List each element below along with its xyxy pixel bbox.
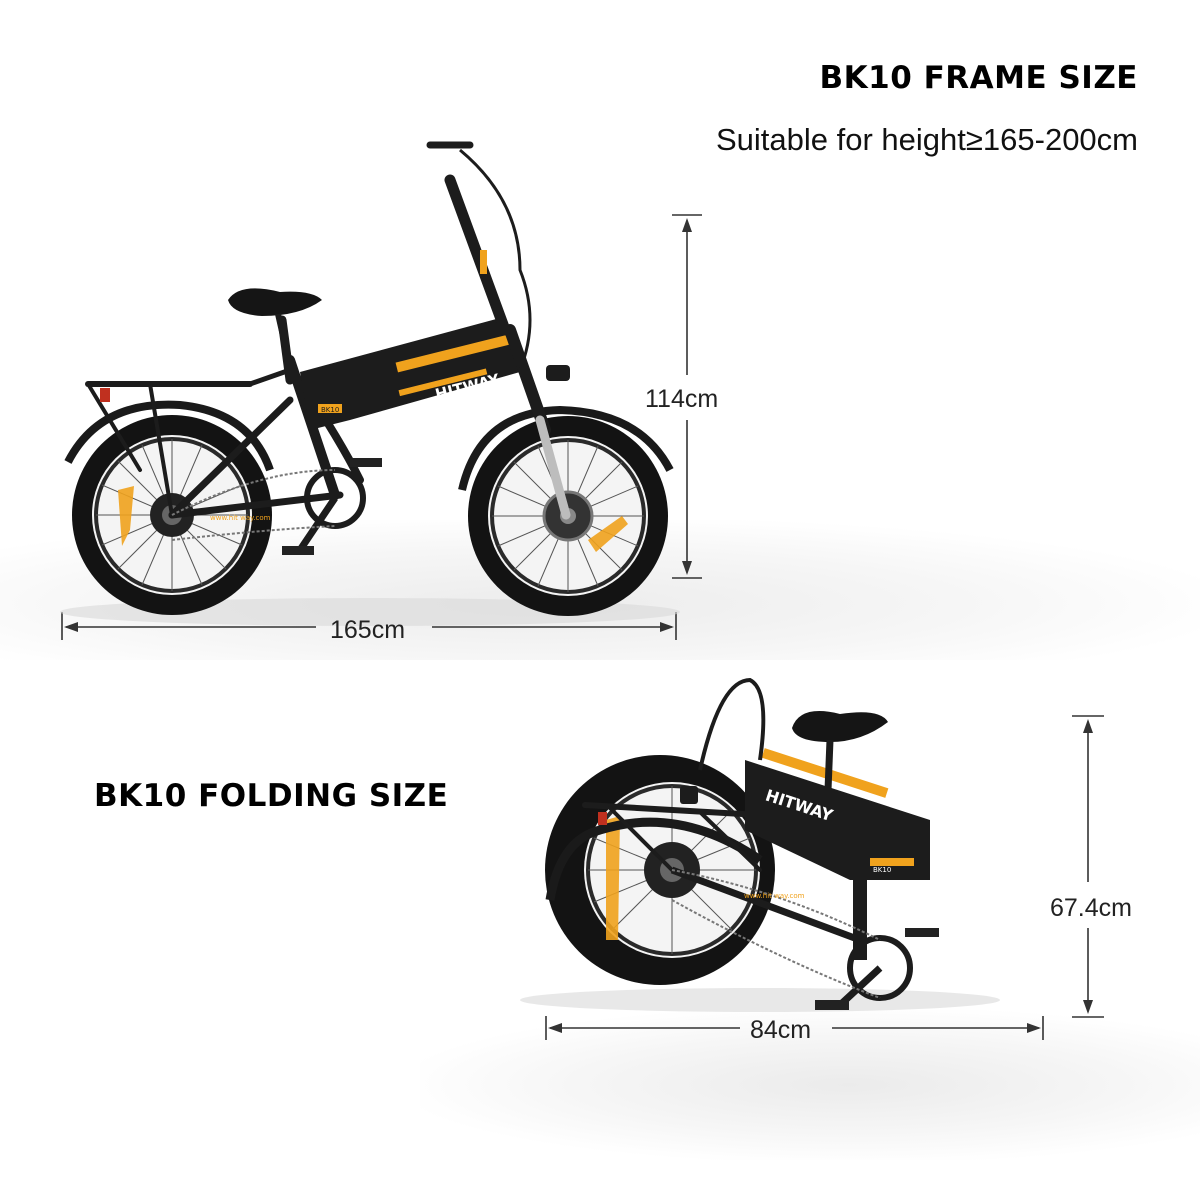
svg-text:BK10: BK10 xyxy=(873,866,891,874)
svg-text:www.hit way.com: www.hit way.com xyxy=(744,892,805,900)
svg-text:BK10: BK10 xyxy=(321,406,339,414)
frame-size-title: BK10 FRAME SIZE xyxy=(819,60,1138,96)
frame-height-label: 114cm xyxy=(645,385,719,413)
folding-length-dimension xyxy=(545,1016,1044,1040)
frame-length-dimension xyxy=(61,612,677,640)
frame-length-label: 165cm xyxy=(330,616,406,644)
folding-height-label: 67.4cm xyxy=(1050,894,1132,922)
frame-size-subtitle: Suitable for height≥165-200cm xyxy=(716,122,1138,157)
folded-rear-wheel xyxy=(545,755,775,985)
folding-size-title: BK10 FOLDING SIZE xyxy=(94,778,449,814)
frame-height-dimension xyxy=(672,214,702,579)
floor-shadow-bottom xyxy=(420,1010,1200,1160)
folding-length-label: 84cm xyxy=(750,1016,812,1044)
svg-text:www.hit way.com: www.hit way.com xyxy=(210,514,271,522)
folded-bike: HITWAY BK10 www.hit way.com xyxy=(520,677,1000,1012)
unfolded-bike: HITWAY BK10 www.hit way.com xyxy=(60,141,680,626)
folding-height-dimension xyxy=(1072,715,1104,1018)
